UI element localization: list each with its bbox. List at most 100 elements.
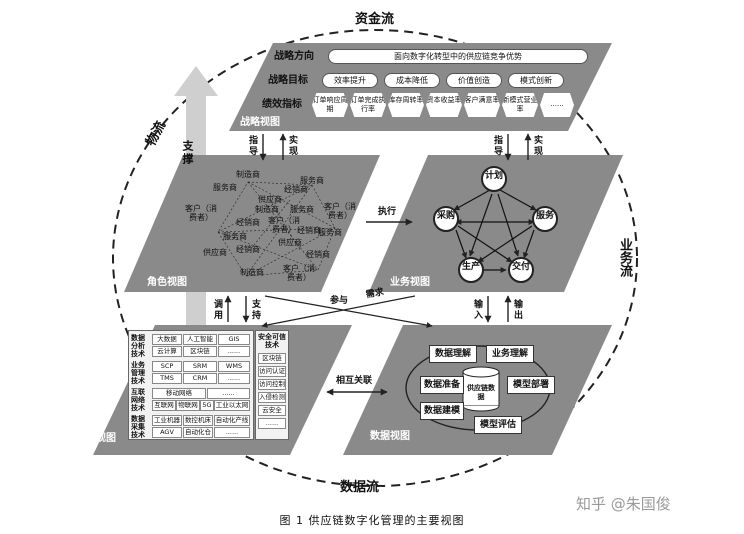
figure-caption: 图 1 供应链数字化管理的主要视图 — [279, 514, 465, 527]
flow-ellipse — [112, 29, 638, 487]
realize-label: 实现 — [289, 136, 299, 157]
tech-cell: 自动化产线 — [214, 415, 250, 426]
tech-cell: TMS — [152, 373, 182, 384]
realize-label: 实现 — [534, 136, 544, 157]
step-model-deployment: 模型部署 — [507, 376, 555, 394]
tech-view-title: 技术视图 — [76, 433, 116, 444]
output-label: 输出 — [514, 300, 524, 321]
data-flow-label: 数据流 — [340, 480, 380, 495]
tech-row-label: 业务管理技术 — [131, 361, 145, 385]
guide-label: 指导 — [249, 136, 259, 157]
tech-cell: 工业以太网 — [214, 400, 250, 411]
business-flow-label: 业务流 — [617, 238, 632, 277]
step-business-understanding: 业务理解 — [486, 345, 534, 363]
role-node: 客户（消费者） — [185, 204, 217, 222]
role-node: 制造商 — [236, 170, 260, 179]
kpi-hex: 订单完成执行率 — [350, 93, 386, 117]
role-plane — [124, 155, 380, 292]
correlate-label: 相互关联 — [336, 376, 373, 386]
role-node: 经销商 — [236, 245, 260, 254]
tech-cell: 数控机床 — [183, 415, 213, 426]
input-label: 输入 — [474, 300, 484, 321]
support-label: 支持 — [252, 300, 262, 321]
security-cell: 访问控制 — [258, 379, 286, 390]
tech-row-label: 数据分析技术 — [131, 334, 145, 358]
role-node: 供应商 — [258, 195, 282, 204]
tech-cell: ...... — [207, 388, 250, 399]
security-cell: 入侵检测 — [258, 392, 286, 403]
tech-cell: 云计算 — [152, 346, 182, 357]
goal-pill: 成本降低 — [384, 73, 440, 88]
goal-pill: 模式创新 — [508, 73, 564, 88]
role-node: 供应商 — [203, 248, 227, 257]
role-node: 服务商 — [223, 232, 247, 241]
kpi-hex: 订单响应周期 — [312, 93, 348, 117]
tech-cell: 大数据 — [152, 334, 182, 345]
role-node: 服务商 — [300, 176, 324, 185]
security-cell: 区块链 — [258, 353, 286, 364]
plan-node: 计划 — [481, 166, 507, 192]
security-title: 安全可信技术 — [258, 333, 286, 349]
production-node: 生产 — [458, 257, 484, 283]
goal-pill: 价值创造 — [446, 73, 502, 88]
watermark: 知乎 @朱国俊 — [576, 495, 671, 513]
role-network — [217, 181, 336, 277]
service-node: 服务 — [532, 206, 558, 232]
tech-cell: AGV — [152, 427, 182, 438]
tech-cell: ...... — [218, 373, 250, 384]
tech-row-label: 数据采集技术 — [131, 415, 145, 439]
participate-label: 参与 — [330, 296, 349, 306]
role-node: 经销商 — [297, 226, 321, 235]
strategy-kpi-label: 绩效指标 — [262, 99, 302, 110]
tech-cell: ...... — [214, 427, 250, 438]
tech-cell: 人工智能 — [183, 334, 217, 345]
kpi-hex: 新模式营业率 — [502, 93, 538, 117]
tech-cell: 自动化仓库 — [183, 427, 213, 438]
role-node: 经销商 — [284, 185, 308, 194]
step-data-understanding: 数据理解 — [429, 345, 477, 363]
capital-flow-label: 资金流 — [355, 12, 395, 27]
tech-cell: 工业机器人 — [152, 415, 182, 426]
tech-cell: GIS — [218, 334, 250, 345]
kpi-hex: 库存周转率 — [388, 93, 424, 117]
tech-cell: SCP — [152, 361, 182, 372]
tech-cell: WMS — [218, 361, 250, 372]
role-node: 经销商 — [236, 218, 260, 227]
database-icon — [462, 366, 500, 412]
role-node: 制造商 — [240, 268, 264, 277]
role-node: 供应商 — [278, 238, 302, 247]
execute-label: 执行 — [378, 207, 397, 217]
role-node: 客户（消费者） — [283, 264, 315, 282]
step-data-modeling: 数据建模 — [420, 402, 464, 420]
security-cell: 云安全 — [258, 405, 286, 416]
step-model-evaluation: 模型评估 — [474, 416, 522, 434]
support-arrow-label: 支撑 — [181, 140, 194, 166]
role-node: 客户（消费者） — [268, 216, 300, 234]
role-node: 服务商 — [290, 205, 314, 214]
tech-cell: ...... — [218, 346, 250, 357]
security-cell: 访问认证 — [258, 366, 286, 377]
strategy-goals-label: 战略目标 — [268, 75, 308, 86]
strategy-view-title: 战略视图 — [240, 117, 280, 128]
tech-row-label: 互联网络技术 — [131, 388, 145, 412]
tech-cell: 物联网 — [176, 400, 200, 411]
guide-label: 指导 — [494, 136, 504, 157]
goal-pill: 效率提升 — [322, 73, 378, 88]
role-view-title: 角色视图 — [147, 277, 187, 288]
call-label: 调用 — [214, 300, 224, 321]
strategy-direction-label: 战略方向 — [274, 51, 314, 62]
tech-cell: SRM — [183, 361, 217, 372]
role-node: 客户（消费者） — [324, 202, 356, 220]
step-data-preparation: 数据准备 — [420, 376, 464, 394]
kpi-hex: ...... — [540, 93, 574, 117]
delivery-node: 交付 — [508, 257, 534, 283]
role-node: 经销商 — [306, 250, 330, 259]
tech-cell: 5G — [200, 400, 214, 411]
kpi-hex: 资本收益率 — [426, 93, 462, 117]
tech-cell: 互联网 — [152, 400, 176, 411]
role-node: 服务商 — [213, 183, 237, 192]
kpi-hex: 客户满意率 — [464, 93, 500, 117]
security-cell: ...... — [258, 418, 286, 429]
data-center-label: 供应链数据 — [467, 384, 495, 401]
